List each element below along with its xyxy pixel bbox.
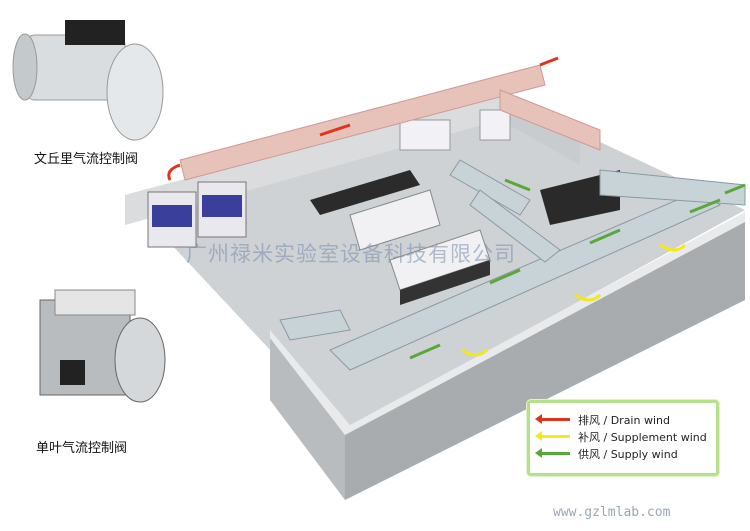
airflow-legend: 排风 / Drain wind 补风 / Supplement wind 供风 …: [527, 400, 719, 476]
single-blade-valve-label: 单叶气流控制阀: [36, 441, 128, 456]
supply-duct: [279, 159, 746, 371]
legend-label: 供风 / Supply wind: [578, 447, 678, 461]
legend-item-supplement: 补风 / Supplement wind: [535, 428, 716, 445]
side-wall: [345, 220, 745, 500]
legend-item-supply: 供风 / Supply wind: [535, 445, 716, 462]
legend-label: 排风 / Drain wind: [578, 413, 670, 427]
venturi-valve-label: 文丘里气流控制阀: [34, 152, 139, 167]
single-blade-valve-image: [39, 289, 166, 403]
venturi-valve-image: [12, 20, 164, 141]
company-watermark: 广州禄米实验室设备科技有限公司: [186, 242, 516, 266]
legend-item-drain: 排风 / Drain wind: [535, 411, 716, 428]
lab-benches: [310, 109, 620, 305]
front-wall: [270, 335, 345, 500]
airflow-arrows: [167, 56, 746, 360]
yellow-arrow-icon: [535, 431, 570, 441]
website-url: www.gzlmlab.com: [553, 505, 671, 520]
fume-hoods: [147, 181, 247, 248]
red-arrow-icon: [535, 414, 570, 424]
legend-label: 补风 / Supplement wind: [578, 430, 707, 444]
exhaust-duct: [179, 64, 601, 181]
green-arrow-icon: [535, 448, 570, 458]
